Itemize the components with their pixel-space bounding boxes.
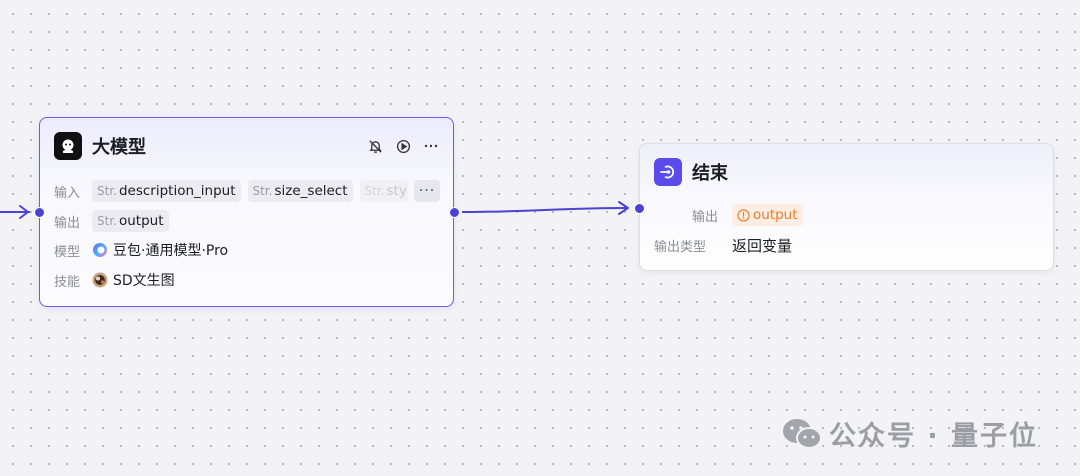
- output-name: output: [118, 213, 164, 229]
- skill-row: 技能 SD文生图: [54, 268, 175, 292]
- llm-output-port[interactable]: [449, 207, 460, 218]
- more-inputs-button[interactable]: ···: [414, 180, 440, 202]
- input-tag-description[interactable]: Str. description_input: [92, 180, 241, 202]
- llm-node-icon: [54, 132, 82, 160]
- connection-edge-arrow: [618, 201, 629, 215]
- input-row: 输入 Str. description_input Str. size_sele…: [54, 179, 415, 203]
- input-name: size_select: [274, 183, 348, 199]
- type-prefix: Str.: [252, 184, 273, 198]
- watermark-text: 公众号 · 量子位: [829, 421, 1039, 452]
- end-output-type-row: 输出类型 返回变量: [654, 233, 792, 257]
- input-name: description_input: [118, 183, 236, 199]
- end-node-title: 结束: [692, 163, 728, 184]
- input-tag-style[interactable]: Str. sty: [359, 180, 408, 202]
- doubao-logo-icon: [93, 243, 107, 257]
- bell-off-icon[interactable]: [367, 138, 383, 154]
- type-prefix: Str.: [97, 214, 117, 228]
- wechat-icon: [783, 418, 822, 449]
- end-node-icon: [654, 158, 682, 186]
- model-value[interactable]: 豆包·通用模型·Pro: [92, 240, 228, 260]
- llm-node[interactable]: 大模型 输入: [34, 117, 460, 307]
- input-tag-size[interactable]: Str. size_select: [247, 180, 353, 202]
- more-icon[interactable]: [423, 138, 439, 154]
- end-output-label: 输出: [691, 209, 718, 225]
- output-tag[interactable]: Str. output: [92, 210, 169, 232]
- output-row: 输出 Str. output: [54, 209, 176, 233]
- input-label: 输入: [54, 185, 81, 201]
- sd-logo-icon: [92, 272, 108, 288]
- model-name: 豆包·通用模型·Pro: [113, 243, 229, 259]
- warning-icon: [737, 208, 750, 222]
- skill-value[interactable]: SD文生图: [92, 270, 175, 290]
- incoming-edge-arrow: [19, 205, 29, 219]
- skill-name: SD文生图: [113, 273, 175, 289]
- end-node-header: 结束: [654, 158, 728, 186]
- end-output-tag[interactable]: output: [732, 204, 803, 226]
- connection-edge[interactable]: [461, 207, 629, 213]
- llm-input-port[interactable]: [34, 207, 45, 218]
- input-name: sty: [386, 183, 407, 199]
- llm-node-header: 大模型: [54, 132, 146, 160]
- end-output-name: output: [753, 207, 798, 223]
- skill-label: 技能: [54, 274, 81, 290]
- output-label: 输出: [54, 215, 81, 231]
- end-input-port[interactable]: [634, 203, 645, 214]
- type-prefix: Str.: [97, 184, 117, 198]
- end-output-type-value: 返回变量: [732, 236, 793, 255]
- model-label: 模型: [54, 244, 81, 260]
- end-output-row: 输出 output: [654, 203, 803, 227]
- end-node[interactable]: 结束 输出 output 输出类型 返回变量: [634, 143, 1054, 271]
- watermark: 公众号 · 量子位: [781, 414, 1038, 453]
- model-row: 模型 豆包·通用模型·Pro: [54, 238, 228, 262]
- llm-node-title: 大模型: [92, 137, 146, 158]
- llm-node-actions: [367, 138, 439, 154]
- type-prefix: Str.: [364, 184, 385, 198]
- end-output-type-label: 输出类型: [654, 239, 707, 255]
- play-icon[interactable]: [395, 138, 411, 154]
